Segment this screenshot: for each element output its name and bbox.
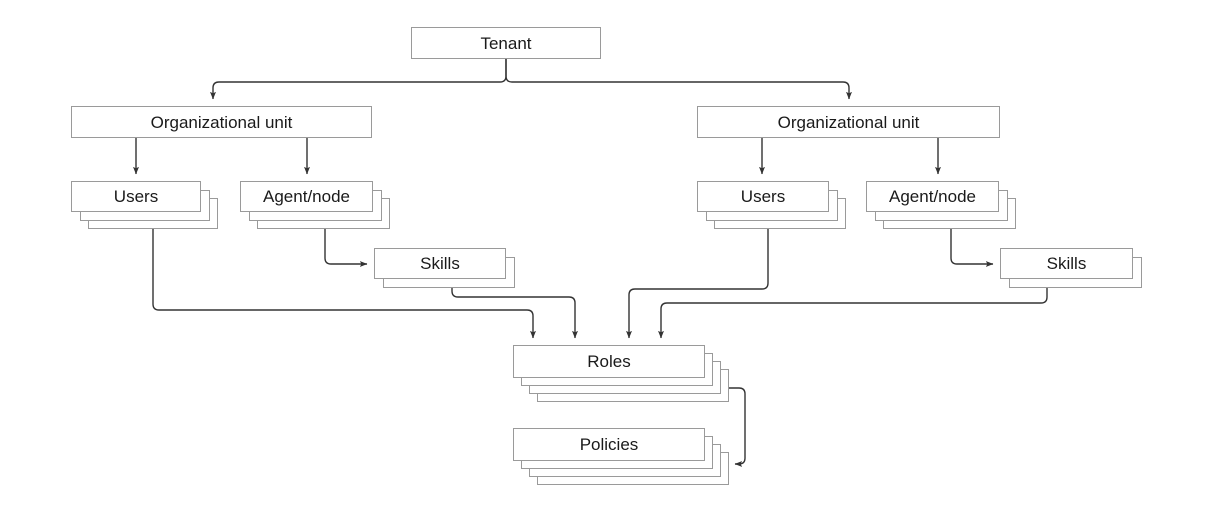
node-policies-label: Policies [579, 435, 639, 454]
node-organizational-unit-right[interactable]: Organizational unit [697, 106, 1000, 138]
node-organizational-unit-left[interactable]: Organizational unit [71, 106, 372, 138]
node-agent-node-left-box[interactable]: Agent/node [240, 181, 373, 212]
node-organizational-unit-right-box[interactable]: Organizational unit [697, 106, 1000, 138]
edge-skills-left-to-roles [451, 280, 578, 339]
node-users-left[interactable]: Users [71, 181, 218, 229]
node-skills-right-box[interactable]: Skills [1000, 248, 1133, 279]
node-organizational-unit-left-box[interactable]: Organizational unit [71, 106, 372, 138]
node-agent-node-left[interactable]: Agent/node [240, 181, 390, 229]
edge-agent-left-to-skills-left [324, 229, 368, 268]
node-roles-box[interactable]: Roles [513, 345, 705, 378]
node-tenant-label: Tenant [480, 33, 532, 53]
edge-tenant-to-ou-left [209, 59, 507, 100]
node-skills-left-label: Skills [420, 254, 460, 273]
node-skills-right-label: Skills [1046, 254, 1087, 273]
node-skills-left-box[interactable]: Skills [374, 248, 506, 279]
node-roles-label: Roles [587, 352, 631, 371]
node-tenant[interactable]: Tenant [411, 27, 601, 59]
node-organizational-unit-right-label: Organizational unit [777, 112, 920, 132]
edge-users-right-to-roles [625, 212, 769, 339]
node-users-right[interactable]: Users [697, 181, 846, 229]
node-agent-node-right-box[interactable]: Agent/node [866, 181, 999, 212]
node-users-right-label: Users [740, 187, 786, 206]
edge-skills-right-to-roles [657, 280, 1048, 339]
node-organizational-unit-left-label: Organizational unit [150, 112, 293, 132]
node-agent-node-right[interactable]: Agent/node [866, 181, 1016, 229]
edge-tenant-to-ou-right [505, 59, 852, 100]
node-users-left-label: Users [113, 187, 159, 206]
node-users-left-box[interactable]: Users [71, 181, 201, 212]
node-agent-node-left-label: Agent/node [263, 187, 350, 206]
node-roles[interactable]: Roles [513, 345, 729, 402]
node-policies[interactable]: Policies [513, 428, 729, 485]
node-agent-node-right-label: Agent/node [889, 187, 976, 206]
node-users-right-box[interactable]: Users [697, 181, 829, 212]
node-skills-right[interactable]: Skills [1000, 248, 1142, 288]
node-skills-left[interactable]: Skills [374, 248, 515, 288]
node-policies-box[interactable]: Policies [513, 428, 705, 461]
node-tenant-box[interactable]: Tenant [411, 27, 601, 59]
edge-agent-right-to-skills-right [950, 229, 994, 268]
